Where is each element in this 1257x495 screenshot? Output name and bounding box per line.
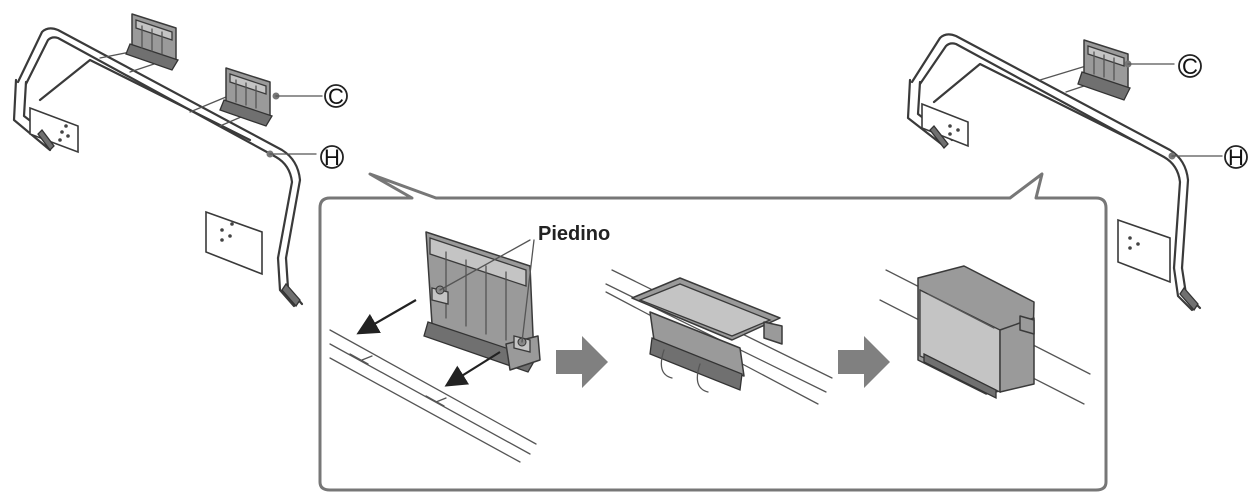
- left-callout-h: H: [266, 145, 344, 170]
- step-arrow-icon: [838, 336, 890, 388]
- detail-step-2: [605, 269, 833, 405]
- left-callout-c: C: [272, 84, 348, 109]
- right-frame: C H: [906, 33, 1248, 312]
- motion-arrow-icon: [444, 351, 501, 387]
- detail-step-3: [879, 265, 1091, 405]
- left-clip-2: [219, 67, 273, 127]
- motion-arrow-icon: [356, 299, 417, 335]
- right-callout-h: H: [1168, 145, 1248, 170]
- label-c-left: C: [328, 84, 344, 109]
- label-h-right: H: [1228, 145, 1244, 170]
- left-clip-1: [125, 13, 179, 71]
- label-c-right: C: [1182, 54, 1198, 79]
- label-piedino: Piedino: [538, 223, 610, 245]
- label-h-left: H: [324, 145, 340, 170]
- step-arrow-icon: [556, 336, 608, 388]
- right-clip: [1077, 39, 1131, 101]
- left-frame: C H: [12, 13, 348, 308]
- detail-step-1: Piedino: [329, 223, 610, 463]
- right-callout-c: C: [1124, 54, 1202, 79]
